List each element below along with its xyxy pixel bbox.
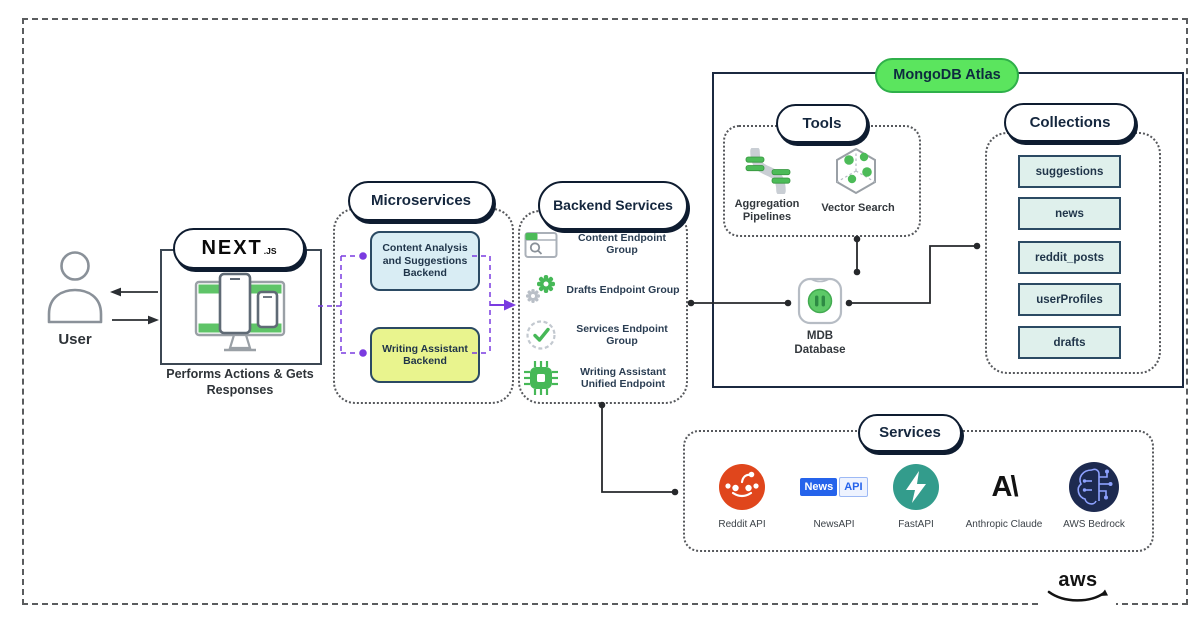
collection-drafts: drafts — [1018, 326, 1121, 359]
aws-logo: aws — [1040, 570, 1116, 608]
backend-item-label: Drafts Endpoint Group — [566, 283, 680, 296]
service-anthropic: A\ Anthropic Claude — [958, 460, 1050, 531]
backend-item-label: Writing Assistant Unified Endpoint — [580, 365, 666, 390]
database-label: MDB Database — [794, 330, 846, 356]
collection-reddit-posts: reddit_posts — [1018, 241, 1121, 274]
nextjs-logo: NEXT .JS — [201, 238, 276, 259]
newsapi-logo-api: API — [839, 477, 868, 497]
service-reddit: Reddit API — [696, 460, 788, 530]
service-label: NewsAPI — [813, 519, 855, 530]
nextjs-logo-main: NEXT — [201, 237, 263, 259]
content-analysis-backend-node: Content Analysis and Suggestions Backend — [370, 231, 480, 291]
service-label: AWS Bedrock — [1063, 519, 1125, 530]
vector-search-icon — [836, 147, 876, 195]
backend-item-drafts: Drafts Endpoint Group — [523, 273, 682, 307]
tools-title-pill: Tools — [776, 104, 868, 143]
aggregation-pipelines-icon — [745, 148, 791, 194]
service-label: Anthropic Claude — [965, 519, 1043, 530]
outer-dashed-frame — [22, 18, 1188, 605]
window-search-icon — [524, 229, 558, 259]
nextjs-logo-sub: .JS — [263, 246, 277, 257]
service-label: FastAPI — [898, 519, 934, 530]
newsapi-icon: News API — [800, 460, 868, 514]
service-label: Reddit API — [718, 519, 766, 530]
bedrock-icon — [1068, 460, 1120, 514]
user-icon — [47, 251, 103, 324]
reddit-icon — [718, 460, 766, 514]
microservices-title-pill: Microservices — [348, 181, 494, 221]
mongodb-atlas-title-pill: MongoDB Atlas — [875, 58, 1019, 93]
database-icon — [797, 277, 843, 325]
service-newsapi: News API NewsAPI — [788, 460, 880, 530]
collections-title-pill: Collections — [1004, 103, 1136, 142]
chip-icon — [523, 360, 559, 396]
backend-item-content: Content Endpoint Group — [524, 229, 681, 259]
collection-news: news — [1018, 197, 1121, 230]
writing-assistant-backend-node: Writing Assistant Backend — [370, 327, 480, 383]
backend-item-writing-assistant: Writing Assistant Unified Endpoint — [523, 360, 682, 396]
collection-user-profiles: userProfiles — [1018, 283, 1121, 316]
badge-check-icon — [524, 318, 558, 352]
backend-services-title-pill: Backend Services — [538, 181, 688, 230]
anthropic-logo-text: A\ — [991, 470, 1019, 503]
aws-logo-text: aws — [1058, 569, 1098, 591]
service-fastapi: FastAPI — [870, 460, 962, 530]
devices-icon — [194, 272, 286, 352]
newsapi-logo-news: News — [800, 478, 838, 496]
services-title-pill: Services — [858, 414, 962, 452]
nextjs-logo-pill: NEXT .JS — [173, 228, 305, 269]
user-label: User — [58, 331, 92, 348]
fastapi-icon — [892, 460, 940, 514]
backend-item-label: Services Endpoint Group — [576, 322, 668, 347]
anthropic-icon: A\ — [991, 460, 1019, 514]
aggregation-pipelines-label: Aggregation Pipelines — [734, 198, 800, 224]
collection-suggestions: suggestions — [1018, 155, 1121, 188]
backend-item-label: Content Endpoint Group — [577, 231, 667, 256]
aws-smile-icon — [1047, 589, 1108, 602]
gears-icon — [523, 273, 559, 307]
vector-search-label: Vector Search — [821, 202, 895, 214]
service-aws-bedrock: AWS Bedrock — [1048, 460, 1140, 530]
frontend-caption: Performs Actions & Gets Responses — [166, 367, 314, 397]
backend-item-services: Services Endpoint Group — [524, 318, 681, 352]
